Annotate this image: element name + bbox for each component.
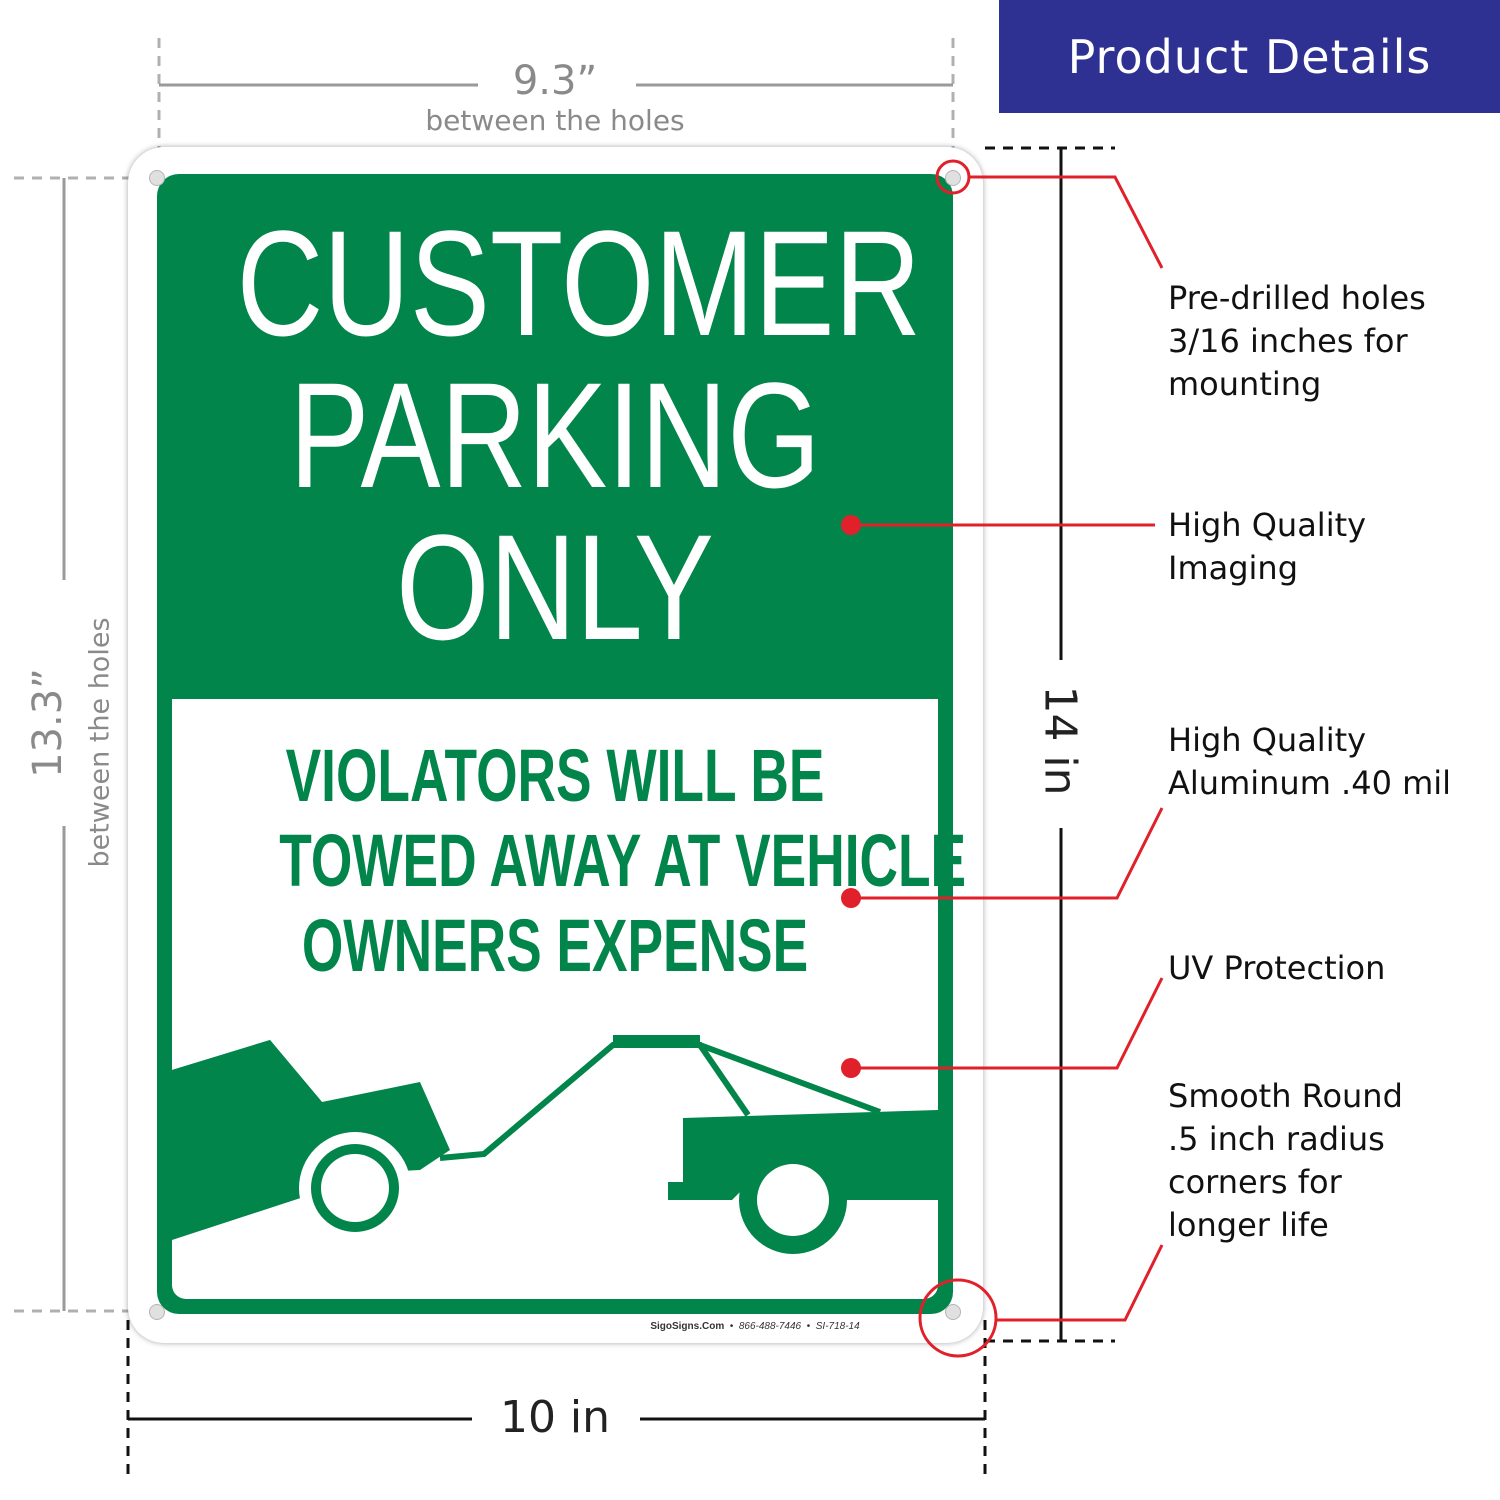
mounting-hole-top-left [149, 170, 165, 186]
feature-round-corners: Smooth Round .5 inch radius corners for … [1168, 1077, 1403, 1244]
total-width-label: 10 in [499, 1392, 611, 1443]
mounting-hole-bottom-right [945, 1304, 961, 1320]
footer-sku: SI-718-14 [815, 1321, 860, 1332]
width-holes-caption: between the holes [425, 104, 685, 137]
sign-warning-line-3: OWNERS EXPENSE [301, 904, 809, 987]
page-title: Product Details [999, 0, 1500, 113]
sign-title-line-1: CUSTOMER [236, 199, 922, 367]
sign-title-line-3: ONLY [396, 503, 714, 671]
footer-separator-2: • [803, 1321, 813, 1332]
mounting-hole-top-right [945, 170, 961, 186]
mounting-hole-bottom-left [149, 1304, 165, 1320]
feature-uv-protection: UV Protection [1168, 949, 1386, 987]
width-between-holes-label: 9.3” [512, 58, 598, 104]
footer-brand: SigoSigns.Com [650, 1321, 725, 1332]
feature-aluminum: High Quality Aluminum .40 mil [1168, 721, 1452, 802]
feature-high-quality-imaging: High Quality Imaging [1168, 506, 1367, 587]
footer-separator-1: • [727, 1321, 737, 1332]
footer-phone: 866-488-7446 [738, 1321, 802, 1332]
sign-warning-line-1: VIOLATORS WILL BE [285, 734, 825, 817]
sign-title-line-2: PARKING [289, 351, 821, 519]
feature-pre-drilled-holes: Pre-drilled holes 3/16 inches for mounti… [1168, 279, 1426, 403]
sign-footer: SigoSigns.Com • 866-488-7446 • SI-718-14 [600, 1321, 910, 1332]
